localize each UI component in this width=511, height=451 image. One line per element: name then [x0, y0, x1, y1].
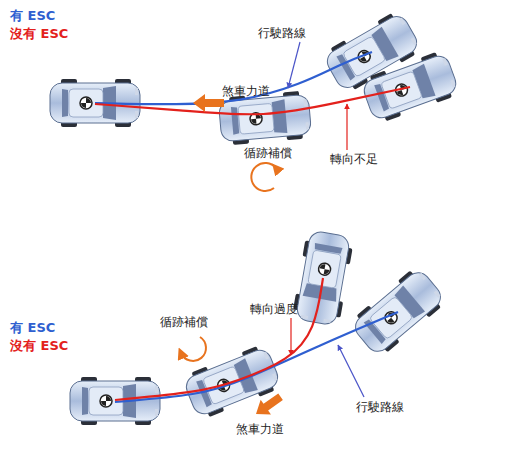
annotation-label: 循跡補償 [160, 315, 208, 329]
logo-quarter [106, 396, 111, 401]
leader-line [290, 318, 291, 355]
leader-line [288, 42, 300, 88]
annotation-label: 行駛路線 [356, 400, 404, 414]
headlight [442, 58, 447, 66]
brake-arrow [251, 389, 286, 421]
annotation-label: 轉向不足 [330, 152, 378, 166]
headlight [411, 37, 417, 45]
headlight [155, 409, 158, 416]
driving-paths [95, 52, 410, 402]
brake-arrow [193, 94, 224, 112]
headlight [272, 373, 277, 381]
logo [80, 97, 92, 109]
headlight [135, 88, 138, 95]
annotation-label: 煞車力道 [236, 422, 284, 436]
leader-line [338, 345, 364, 397]
headlight [263, 352, 268, 360]
logo-quarter [397, 90, 403, 96]
legend-entry: 沒有 ESC [10, 338, 68, 354]
logo-quarter [81, 103, 86, 108]
headlight [434, 290, 441, 297]
headlight [450, 80, 455, 88]
roof [238, 103, 274, 134]
logo-quarter [324, 269, 330, 275]
headlight [323, 319, 330, 323]
leader-line [346, 104, 347, 150]
annotation-label: 煞車力道 [222, 84, 270, 98]
logo-quarter [86, 98, 91, 103]
rear-window [62, 89, 68, 117]
logo [100, 395, 112, 407]
legend-text: 沒有 ESC [10, 338, 68, 353]
driving-path [115, 278, 323, 400]
logo-quarter [101, 401, 106, 406]
annotation-label: 行駛路線 [258, 26, 306, 40]
headlight [419, 273, 426, 280]
car-figure [218, 90, 312, 146]
legend-text: 有 ESC [10, 8, 55, 23]
headlight [301, 315, 308, 319]
annotation-label: 循跡補償 [244, 146, 292, 160]
logo-quarter [387, 318, 394, 325]
legend-entry: 有 ESC [10, 8, 55, 24]
yaw-arrow [251, 163, 276, 191]
roof [369, 296, 413, 339]
headlight [399, 18, 405, 26]
legend-text: 沒有 ESC [10, 26, 68, 41]
headlight [304, 99, 308, 106]
driving-path [95, 52, 372, 104]
roof [342, 36, 385, 77]
rear-window [82, 387, 88, 415]
logo-quarter [251, 119, 256, 124]
legend-text: 有 ESC [10, 320, 55, 335]
legend-entry: 有 ESC [10, 320, 55, 336]
headlight [135, 111, 138, 118]
legend-entry: 沒有 ESC [10, 26, 68, 42]
logo [318, 262, 332, 276]
annotation-label: 轉向過度 [250, 302, 298, 316]
driving-path [115, 312, 398, 402]
headlight [155, 386, 158, 393]
logo-quarter [320, 263, 326, 269]
logo-quarter [360, 57, 367, 64]
roof [308, 250, 341, 288]
headlight [306, 122, 310, 129]
yaw-arrow [181, 337, 206, 361]
roof [381, 71, 423, 109]
